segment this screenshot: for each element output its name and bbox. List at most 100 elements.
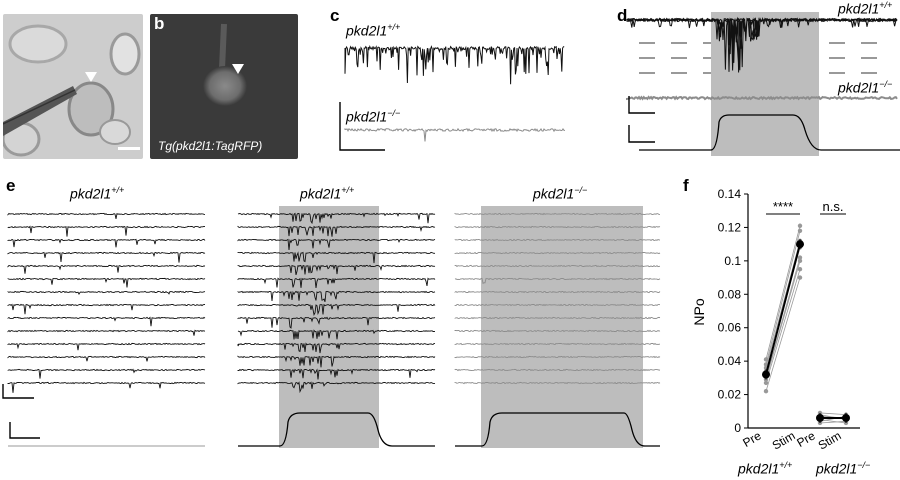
y-tick-label: 0.04 <box>718 354 742 368</box>
panel-b-image <box>150 14 298 159</box>
scale-bar <box>339 102 385 151</box>
panel-b-caption: Tg(pkd2l1:TagRFP) <box>158 139 263 153</box>
panel-c-traces <box>339 45 565 151</box>
y-tick-label: 0 <box>734 421 741 435</box>
mean-point <box>796 240 804 249</box>
individual-pair-line <box>819 420 847 424</box>
sweep-trace <box>7 277 206 288</box>
panel-b-label: b <box>154 14 165 33</box>
sweep-trace <box>7 316 206 327</box>
panel-c-label: c <box>330 6 340 25</box>
mean-point <box>842 413 850 422</box>
sweep-trace <box>7 355 206 362</box>
sweep-trace <box>454 251 661 255</box>
y-axis-label: NPo <box>691 298 707 325</box>
panel-e-label: e <box>6 176 16 195</box>
sweep-trace <box>237 303 436 316</box>
panel-d-traces <box>626 12 900 156</box>
mean-line <box>765 243 801 375</box>
sweep-trace <box>454 290 661 294</box>
scale-bar <box>628 96 655 114</box>
y-tick-label: 0.1 <box>724 254 741 268</box>
individual-point <box>797 258 803 264</box>
sweep-trace <box>237 355 436 368</box>
individual-point <box>763 357 769 362</box>
sweep-trace <box>7 225 206 237</box>
ko-trace <box>344 127 565 142</box>
group-label-wt: pkd2l1+/+ <box>738 460 793 477</box>
x-tick-label: Stim <box>816 428 844 452</box>
individual-point <box>763 389 769 394</box>
x-tick-label: Pre <box>794 428 817 450</box>
individual-point <box>797 223 803 228</box>
sweep-trace <box>237 212 436 225</box>
scale-bar <box>2 384 34 399</box>
y-tick-label: 0.06 <box>718 321 742 335</box>
group-label-ko: pkd2l1−/− <box>816 460 871 477</box>
individual-point <box>843 420 849 426</box>
panel-d-wt-label: pkd2l1+/+ <box>838 0 893 17</box>
y-tick-label: 0.02 <box>718 388 742 402</box>
panel-a-image <box>3 14 143 159</box>
sweep-trace <box>454 355 661 359</box>
sweep-trace <box>237 381 436 394</box>
sweep-trace <box>237 225 436 237</box>
sweep-trace <box>237 316 436 329</box>
y-tick-label: 0.08 <box>718 287 742 301</box>
stimulus-trace-col2 <box>238 412 435 447</box>
individual-point <box>763 377 769 382</box>
individual-pair-line <box>765 230 801 365</box>
individual-pair-line <box>765 277 801 392</box>
panel-f-label: f <box>683 176 689 195</box>
x-tick-label: Pre <box>740 428 763 450</box>
scale-bar <box>9 422 40 439</box>
wt-overlay-trace <box>626 16 898 73</box>
panel-d-label: d <box>617 6 628 25</box>
sweep-trace <box>7 368 206 379</box>
sweep-trace <box>454 238 661 242</box>
sweep-trace <box>454 316 661 320</box>
sweep-trace <box>7 381 206 393</box>
individual-pair-line <box>765 269 801 383</box>
panel-c-ko-label: pkd2l1−/− <box>346 108 401 125</box>
individual-pair-line <box>765 257 801 378</box>
sweep-trace <box>454 225 661 229</box>
sweep-trace <box>7 303 206 315</box>
stim-shade-col2 <box>279 206 379 448</box>
panel-d-ko-label: pkd2l1−/− <box>838 79 893 96</box>
mean-point <box>762 370 770 379</box>
open-level-dashes <box>639 42 877 74</box>
stim-shade <box>711 12 819 156</box>
sweep-trace <box>454 329 661 333</box>
sweep-trace <box>454 381 661 385</box>
sweep-trace <box>237 238 436 251</box>
panel-e-col3-label: pkd2l1−/− <box>533 185 588 202</box>
scale-bar <box>118 147 140 150</box>
sweep-trace <box>7 329 206 336</box>
sweep-trace <box>454 368 661 372</box>
stim-shade-col3 <box>481 206 643 448</box>
panel-e-traces <box>2 206 661 448</box>
sweep-trace <box>7 251 206 263</box>
sweep-trace <box>7 264 206 274</box>
significance-ko: n.s. <box>823 199 844 214</box>
x-tick-label: Stim <box>770 428 798 452</box>
brightfield-micrograph <box>3 14 143 159</box>
sweep-trace <box>237 277 436 288</box>
individual-pair-line <box>819 412 847 416</box>
sweep-trace <box>7 238 206 248</box>
mean-point <box>816 413 824 422</box>
stimulus-trace <box>639 114 900 151</box>
individual-pair-line <box>765 260 801 380</box>
sweep-trace <box>237 290 436 302</box>
panel-e-col1-label: pkd2l1+/+ <box>70 185 125 202</box>
individual-point <box>797 267 803 272</box>
ko-overlay-trace <box>626 95 898 101</box>
sweep-trace <box>7 212 205 219</box>
sweep-trace <box>454 212 661 216</box>
stimulus-trace-col3 <box>455 412 660 447</box>
y-tick-label: 0.14 <box>718 187 742 201</box>
individual-point <box>797 255 803 260</box>
